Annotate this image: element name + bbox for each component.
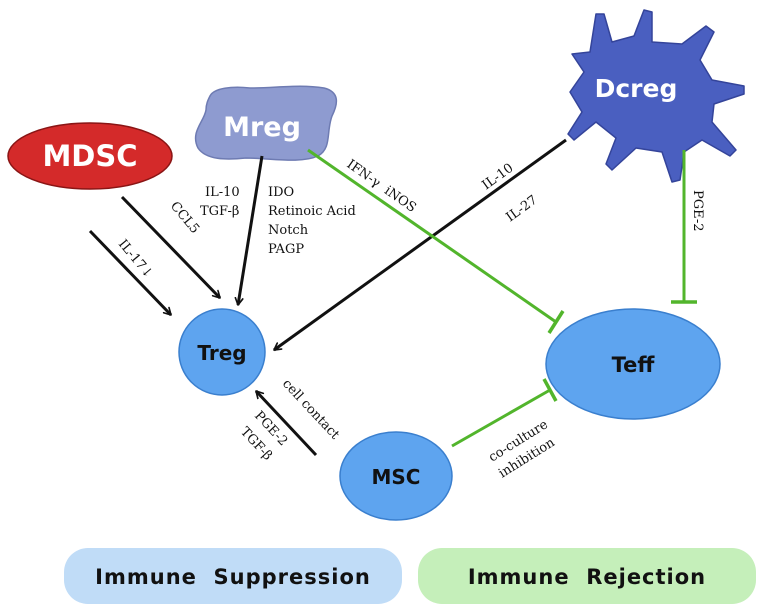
immune-suppression-banner [64, 548, 402, 604]
mreg-teff-inhibit [307, 148, 557, 324]
label-ccl5: CCL5 [167, 199, 202, 237]
label-mreg-notch: Notch [268, 223, 309, 238]
mdsc-node [7, 122, 173, 190]
teff-node [545, 308, 721, 420]
msc-node [339, 431, 453, 521]
msc-treg-arrow [254, 389, 318, 457]
label-mreg-pagp: PAGP [268, 242, 304, 257]
treg-label: Treg [197, 341, 246, 365]
teff-label: Teff [612, 353, 656, 377]
label-il17: IL-17↓ [115, 237, 156, 282]
treg-node [178, 308, 266, 396]
mdsc-label: MDSC [42, 139, 137, 173]
immune-suppression-label: Immune Suppression [95, 565, 371, 589]
label-mreg-il10: IL-10 [205, 185, 240, 200]
immune-rejection-banner [418, 548, 756, 604]
dcreg-treg-arrow [273, 138, 567, 352]
mdsc-treg-arrow-1 [88, 229, 173, 317]
dcreg-node [567, 9, 745, 183]
mdsc-treg-arrow-2 [120, 195, 222, 300]
msc-label: MSC [372, 465, 421, 489]
label-mreg-ido: IDO [268, 185, 294, 200]
msc-teff-inhibit [451, 388, 551, 448]
mreg-label: Mreg [223, 112, 301, 143]
msc-teff-inhibit-bar [542, 378, 558, 402]
label-mreg-retinoic: Retinoic Acid [268, 204, 356, 219]
dcreg-label: Dcreg [595, 74, 678, 103]
label-pge2-dcreg: PGE-2 [690, 190, 705, 232]
mreg-treg-arrow [238, 155, 264, 305]
label-mreg-tgfb: TGF-β [200, 204, 239, 219]
label-dcreg-il27: IL-27 [504, 193, 541, 226]
label-cell-contact: cell contact [279, 376, 343, 443]
mreg-teff-inhibit-bar [547, 310, 565, 334]
immune-rejection-label: Immune Rejection [468, 565, 706, 589]
